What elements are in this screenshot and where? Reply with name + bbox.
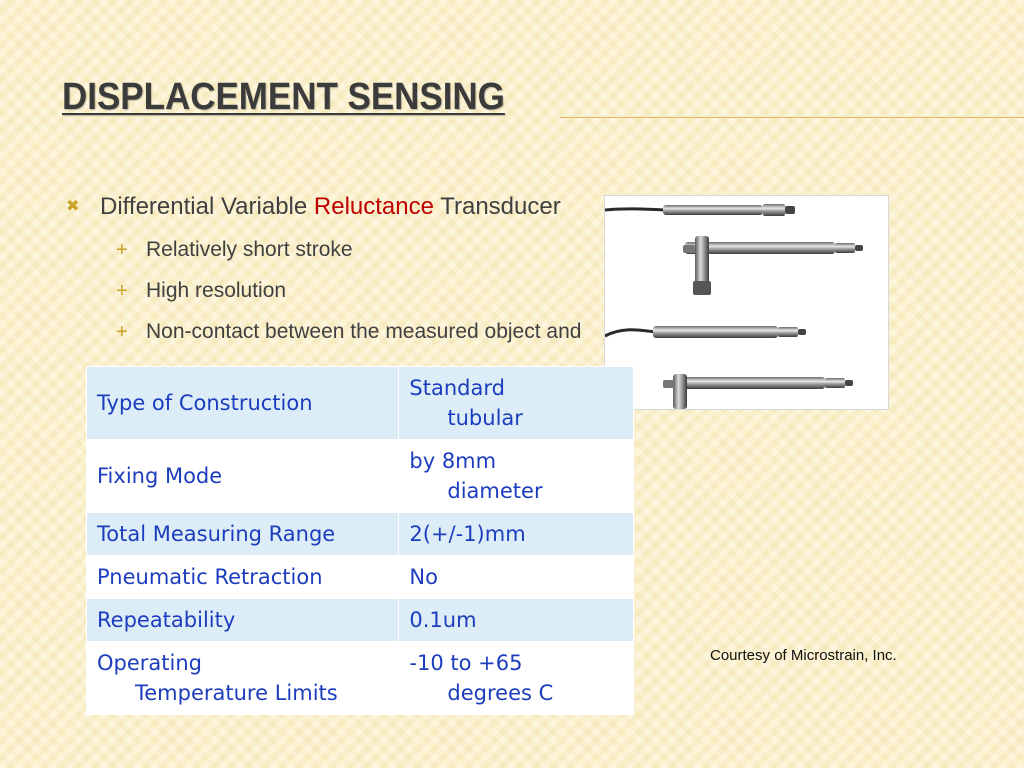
table-cell-value: Standard tubular <box>398 366 634 440</box>
value-line: -10 to +65 <box>409 651 523 675</box>
label-line: Operating <box>97 651 202 675</box>
table-row: Total Measuring Range 2(+/-1)mm <box>85 512 634 556</box>
transducer-photo <box>604 195 889 410</box>
table-cell-label: Type of Construction <box>85 366 400 440</box>
table-cell-label: Total Measuring Range <box>85 512 400 556</box>
sub-bullet: + Relatively short stroke <box>116 238 353 262</box>
table-row: Repeatability 0.1um <box>85 598 634 642</box>
table-cell-value: -10 to +65 degrees C <box>398 641 634 715</box>
value-line: degrees C <box>447 681 554 705</box>
title-rule <box>560 117 1024 118</box>
bullet-text-after: Transducer <box>433 193 561 220</box>
value-line: by 8mm <box>409 449 497 473</box>
table-cell-label: Operating Temperature Limits <box>85 641 400 715</box>
plus-icon: + <box>116 321 128 343</box>
table-row: Operating Temperature Limits -10 to +65 … <box>85 641 634 715</box>
sub-bullet-text: Non-contact between the measured object … <box>146 320 582 343</box>
table-cell-label: Repeatability <box>85 598 400 642</box>
slide-title: Displacement Sensing <box>62 76 505 118</box>
table-cell-label: Pneumatic Retraction <box>85 555 400 599</box>
table-row: Type of Construction Standard tubular <box>85 366 634 440</box>
label-line: Temperature Limits <box>135 681 338 705</box>
x-mark-icon: ✖ <box>66 198 80 215</box>
sub-bullet-text: Relatively short stroke <box>146 238 353 261</box>
sub-bullet: + Non-contact between the measured object… <box>116 320 581 344</box>
table-cell-value: No <box>398 555 634 599</box>
value-line: tubular <box>447 406 523 430</box>
transducer-illustration <box>605 204 863 409</box>
bullet-text-before: Differential Variable <box>100 193 314 220</box>
sub-bullet: + High resolution <box>116 279 286 303</box>
sub-bullet-text: High resolution <box>146 279 287 302</box>
image-credit: Courtesy of Microstrain, Inc. <box>710 647 897 664</box>
table-cell-value: 0.1um <box>398 598 634 642</box>
table-cell-value: 2(+/-1)mm <box>398 512 634 556</box>
bullet-highlight: Reluctance <box>313 193 434 220</box>
table-cell-label: Fixing Mode <box>85 439 400 513</box>
plus-icon: + <box>116 280 128 302</box>
table-row: Fixing Mode by 8mm diameter <box>85 439 634 513</box>
table-row: Pneumatic Retraction No <box>85 555 634 599</box>
value-line: diameter <box>447 479 543 503</box>
table-cell-value: by 8mm diameter <box>398 439 634 513</box>
value-line: Standard <box>409 376 505 400</box>
spec-table: Type of Construction Standard tubular Fi… <box>85 366 634 715</box>
plus-icon: + <box>116 239 128 261</box>
main-bullet: ✖ Differential Variable Reluctance Transd… <box>66 193 561 221</box>
